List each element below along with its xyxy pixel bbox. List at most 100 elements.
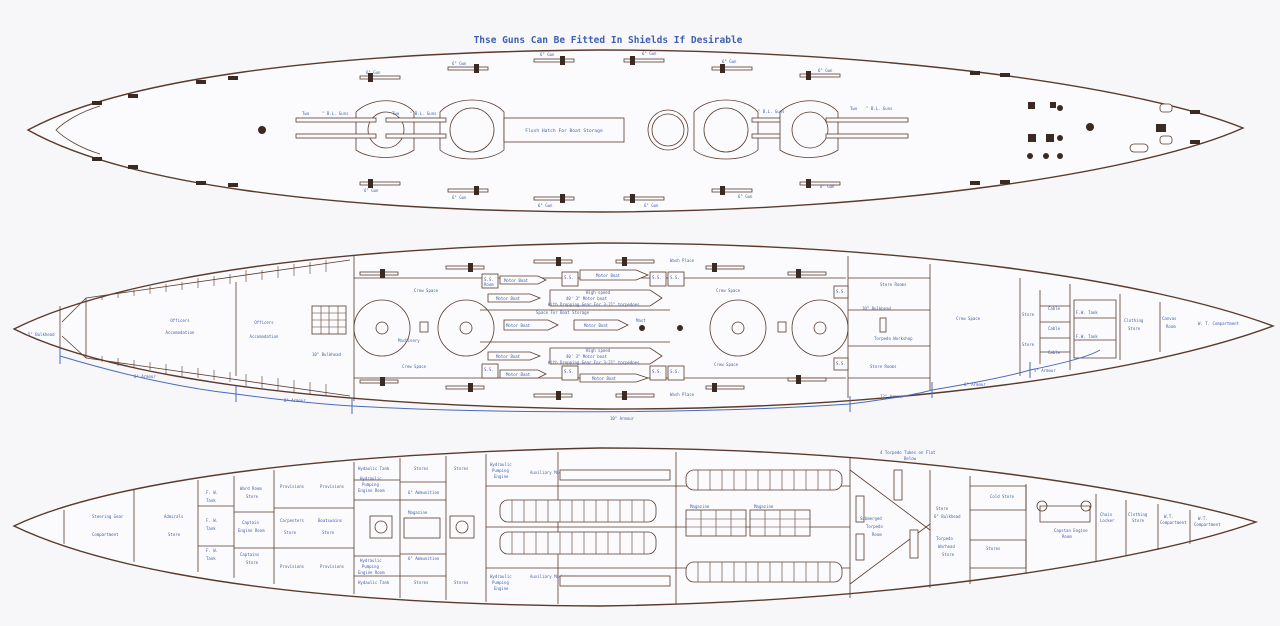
fw-b1: Tank (206, 498, 216, 503)
hyd-eng-1a: Hydraulic (490, 462, 512, 467)
hyd-eng-2a: Hydraulic (490, 574, 512, 579)
turret-aft-2 (385, 99, 505, 160)
bulkhead-6-label: 6" Bulkhead (934, 514, 961, 519)
bulkhead-5-label: 5" Bulkhead (28, 332, 55, 337)
ss-7: S.S. (652, 369, 662, 374)
capstan-a: Capstan Engine (1054, 528, 1088, 533)
twin-bl-label-1a: Two (302, 111, 310, 116)
high-speed-2c: With Dropping Gear For 3-21" torpedoes (548, 360, 640, 365)
armour-12-label: 12" Armour (880, 394, 905, 399)
plan-title: Thse Guns Can Be Fitted In Shields If De… (474, 35, 743, 46)
clothing-2a: Clothing (1128, 512, 1148, 517)
provisions-4: Provisions (320, 564, 345, 569)
flush-hatch-label: Flush Hatch For Boat Storage (525, 128, 603, 134)
ward-b: Store (246, 494, 259, 499)
torpedo-workshop: Torpedo Workshop (874, 336, 913, 341)
wash-place-2: Wash Place (670, 392, 695, 397)
mast-label: Mast (636, 318, 646, 323)
gun-label-1: 6" Gun (366, 70, 381, 75)
turret-aft-1 (295, 100, 415, 158)
ss-8: S.S. (670, 369, 680, 374)
motor-boat-1: Motor Boat (504, 278, 529, 283)
ss-9: S.S. (836, 289, 846, 294)
hyd-pump-2c: Engine Room (358, 570, 385, 575)
armour-6-label: 6" Armour (134, 374, 156, 379)
hyd-pump-1b: Pumping (362, 482, 379, 487)
steering-a: Steering Gear (92, 514, 124, 519)
captain-a: Captain (242, 520, 259, 525)
bulkhead-10-fwd: 10" Bulkhead (862, 306, 891, 311)
torpedo-tubes-a: 4 Torpedo Tubes on Flat (880, 450, 936, 455)
upper-deck-plan: Flush Hatch For Boat Storage Two " B.L. … (26, 49, 1245, 213)
clothing-1a: Clothing (1124, 318, 1144, 323)
ss-4: S.S. (670, 275, 680, 280)
twin-bl-label-2b: " B.L. Guns (410, 111, 437, 116)
ss-2: S.S. (564, 275, 574, 280)
ward-a: Ward Room (240, 486, 262, 491)
wt-3a: W.T. (1198, 516, 1208, 521)
boatswains-a: Boatswains (318, 518, 343, 523)
boatswains-b: Store (322, 530, 335, 535)
wt-3b: Compartment (1194, 522, 1221, 527)
ss-1: S.S. (484, 277, 494, 282)
turret-fwd-2 (779, 100, 909, 158)
hyd-pump-1c: Engine Room (358, 488, 385, 493)
capstan-b: Room (1062, 534, 1072, 539)
chain-b: Locker (1100, 518, 1115, 523)
secondary-guns-port (359, 56, 841, 82)
boat-stowage (480, 269, 670, 383)
cable-3: Cable (1048, 350, 1061, 355)
cold-store: Cold Store (990, 494, 1015, 499)
fw-b3: Tank (206, 556, 216, 561)
motor-boat-7: Motor Boat (506, 372, 531, 377)
armour-10-label: 10" Armour (610, 416, 635, 421)
ss-5: S.S. (484, 367, 494, 372)
captain-b: Engine Room (238, 528, 265, 533)
gun-label-12: 6" Gun (820, 184, 835, 189)
upper-deck-hull (26, 49, 1245, 213)
aux-2: Auxiliary Machinery (530, 574, 576, 579)
fw-a1: F. W. (206, 490, 218, 495)
gun-label-3: 6" Gun (540, 52, 555, 57)
officers-label-2: Officers (254, 320, 274, 325)
lower-deck-plan: Steering Gear Compartment Admirals Store… (12, 447, 1259, 607)
store-label-1: Store (1022, 312, 1035, 317)
stores-5: Stores (986, 546, 1001, 551)
fw-a2: F. W. (206, 518, 218, 523)
magazine-3: Magazine (754, 504, 774, 509)
stores-2: Stores (454, 466, 469, 471)
motor-boat-5: Motor Boat (584, 323, 609, 328)
carpenters-a: Carpenters (280, 518, 305, 523)
bulkhead-10-label: 10" Bulkhead (312, 352, 341, 357)
twin-bl-label-1b: " B.L. Guns (322, 111, 349, 116)
aux-1: Auxiliary Machinery (530, 470, 576, 475)
ss-10: S.S. (836, 361, 846, 366)
gun-label-10: 6" Gun (644, 203, 659, 208)
torpedo-tubes-b: Below (904, 456, 917, 461)
captains-store-b: Store (246, 560, 259, 565)
armour-8-label: 8" Armour (284, 398, 306, 403)
barbette-2 (437, 299, 495, 357)
submerged-c: Room (872, 532, 882, 537)
captains-store-a: Captains (240, 552, 260, 557)
high-speed-1a: High speed (586, 290, 611, 295)
gun-label-9: 6" Gun (538, 203, 553, 208)
secondary-guns-starboard (359, 179, 841, 203)
torpedo-b: Warhead (938, 544, 955, 549)
fw-b2: Tank (206, 526, 216, 531)
magazine-1: Magazine (408, 510, 428, 515)
gun-label-5: 6" Gun (722, 59, 737, 64)
stores-3: Stores (414, 580, 429, 585)
mast-fwd (1086, 123, 1094, 131)
aft-frames (61, 259, 351, 397)
steering-b: Compartment (92, 532, 119, 537)
store-label-torp: Store (936, 506, 949, 511)
chain-a: Chain (1100, 512, 1113, 517)
deck-fittings (92, 71, 1200, 187)
hyd-eng-1c: Engine (494, 474, 509, 479)
high-speed-2a: High speed (586, 348, 611, 353)
main-deck-guns (359, 257, 827, 400)
armour-belt (59, 348, 1101, 414)
upper-deck-bow-inner (55, 105, 101, 155)
